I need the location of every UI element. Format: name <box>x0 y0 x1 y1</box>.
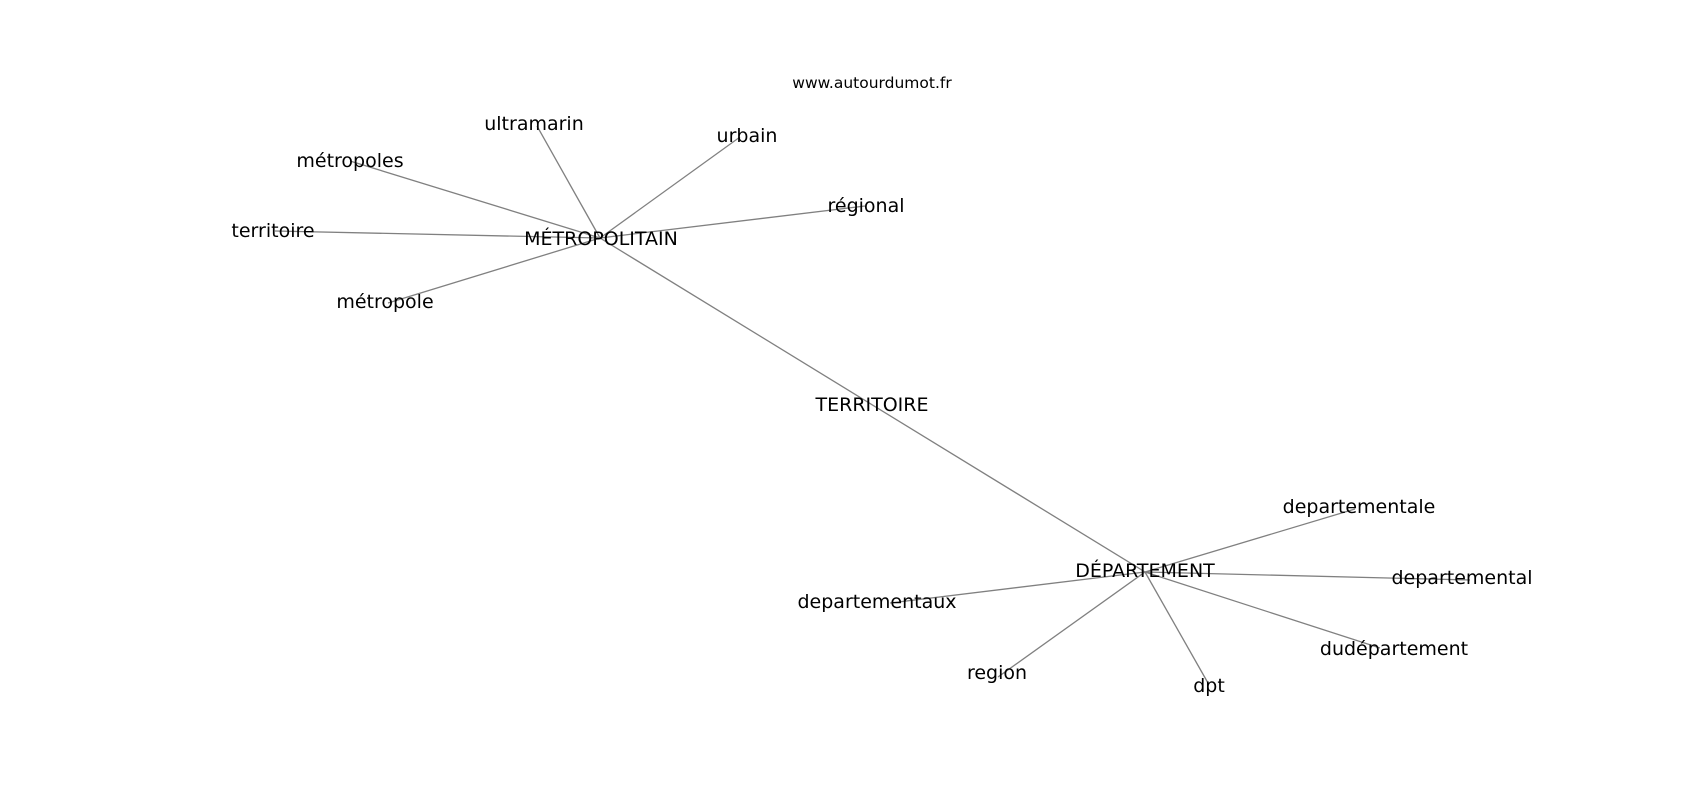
graph-edges <box>274 125 1471 684</box>
node-departemental: departemental <box>1391 567 1532 589</box>
edge-metropolitain-departement <box>599 237 1146 573</box>
node-metropole: métropole <box>336 291 433 313</box>
edge-departement-dudepartement <box>1144 571 1381 649</box>
node-ultramarin: ultramarin <box>484 113 584 135</box>
node-departementaux: departementaux <box>797 591 956 613</box>
node-center-label: TERRITOIRE <box>815 394 929 416</box>
edge-metropolitain-urbain <box>599 136 741 239</box>
edge-departement-dpt <box>1144 571 1209 684</box>
source-watermark: www.autourdumot.fr <box>792 74 952 92</box>
node-hub-metropolitain: MÉTROPOLITAIN <box>524 227 678 250</box>
edge-departement-departementaux <box>889 571 1146 604</box>
node-dpt: dpt <box>1193 675 1225 697</box>
node-region: region <box>967 662 1027 684</box>
node-regional: régional <box>827 195 904 217</box>
edge-metropolitain-regional <box>599 205 866 239</box>
edge-metropolitain-metropole <box>387 237 601 304</box>
edge-metropolitain-ultramarin <box>536 125 601 239</box>
node-hub-departement: DÉPARTEMENT <box>1075 559 1215 582</box>
node-metropoles: métropoles <box>296 150 403 172</box>
edge-departement-departementale <box>1144 508 1356 573</box>
graph-labels: www.autourdumot.fr TERRITOIRE MÉTROPOLIT… <box>231 74 1532 697</box>
edge-departement-region <box>997 571 1146 678</box>
edge-metropolitain-metropoles <box>349 160 601 239</box>
node-departementale: departementale <box>1283 496 1436 518</box>
edge-departement-departemental <box>1144 571 1471 581</box>
node-urbain: urbain <box>717 125 778 147</box>
node-territoire: territoire <box>231 220 314 242</box>
node-dudepartement: dudépartement <box>1320 638 1468 660</box>
edge-metropolitain-territoire <box>274 230 601 239</box>
